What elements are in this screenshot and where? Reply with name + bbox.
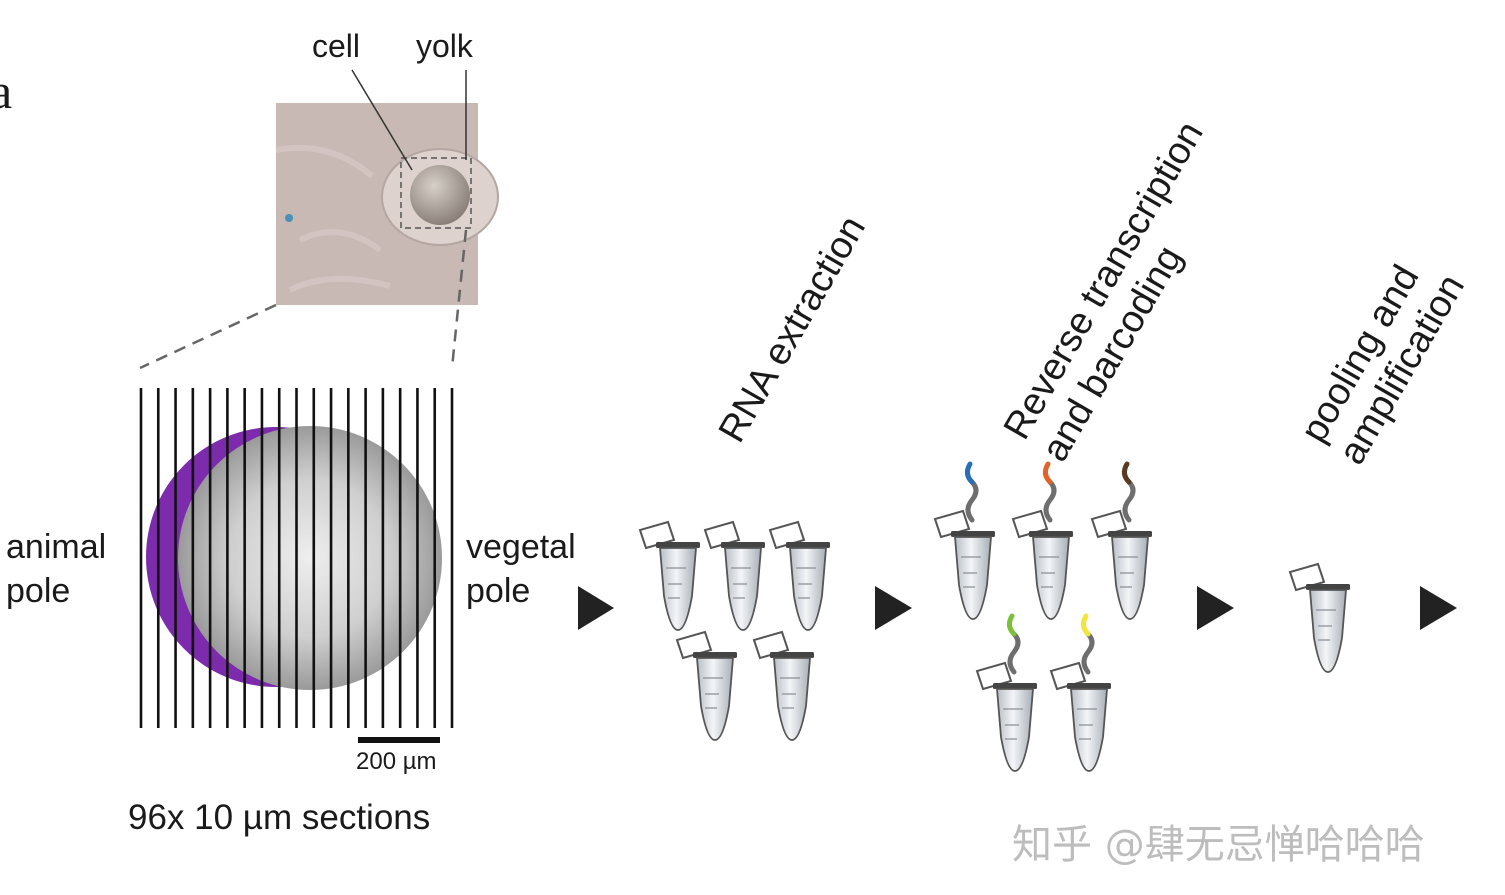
section-lines xyxy=(139,388,454,728)
tube xyxy=(976,662,1038,772)
cell-pointer xyxy=(351,69,413,171)
label-vegetal-pole: vegetal pole xyxy=(466,528,576,610)
tube xyxy=(753,631,815,741)
flow-arrow-2 xyxy=(875,586,912,630)
tube xyxy=(934,510,996,620)
tube xyxy=(1050,662,1112,772)
tube xyxy=(639,521,701,631)
tube-group-rna xyxy=(639,521,831,741)
barcode-strand xyxy=(965,479,979,523)
scale-bar-label: 200 µm xyxy=(356,748,437,775)
barcode-tip xyxy=(1042,461,1053,485)
label-cell: cell xyxy=(312,28,361,64)
barcode-tip xyxy=(964,461,975,485)
flow-arrow-1 xyxy=(578,586,614,630)
barcode-tip xyxy=(1080,613,1091,637)
barcode-strand xyxy=(1007,631,1021,675)
tube xyxy=(769,521,831,631)
barcode-strand xyxy=(1043,479,1057,523)
watermark: 知乎 @肆无忌惮哈哈哈 xyxy=(1012,822,1425,868)
micrograph xyxy=(275,103,499,305)
tube xyxy=(704,521,766,631)
barcode-strand xyxy=(1081,631,1095,675)
tube-pooled xyxy=(1289,563,1351,673)
zoom-line-right xyxy=(450,229,468,369)
barcode-tip xyxy=(1006,613,1017,637)
flow-arrow-3 xyxy=(1197,586,1234,630)
tube xyxy=(676,631,738,741)
tube xyxy=(1012,510,1074,620)
barcode-strand xyxy=(1122,479,1136,523)
flow-arrow-4 xyxy=(1420,586,1457,630)
embryo-sectioned xyxy=(139,388,454,728)
sections-caption: 96x 10 µm sections xyxy=(128,798,431,837)
barcode-tip xyxy=(1121,461,1132,485)
zoom-line-left xyxy=(139,303,277,370)
panel-letter: a xyxy=(0,63,13,119)
label-yolk: yolk xyxy=(416,28,473,64)
tube-group-barcoding xyxy=(934,461,1153,772)
label-animal-pole: animal pole xyxy=(6,528,107,610)
tube xyxy=(1091,510,1153,620)
